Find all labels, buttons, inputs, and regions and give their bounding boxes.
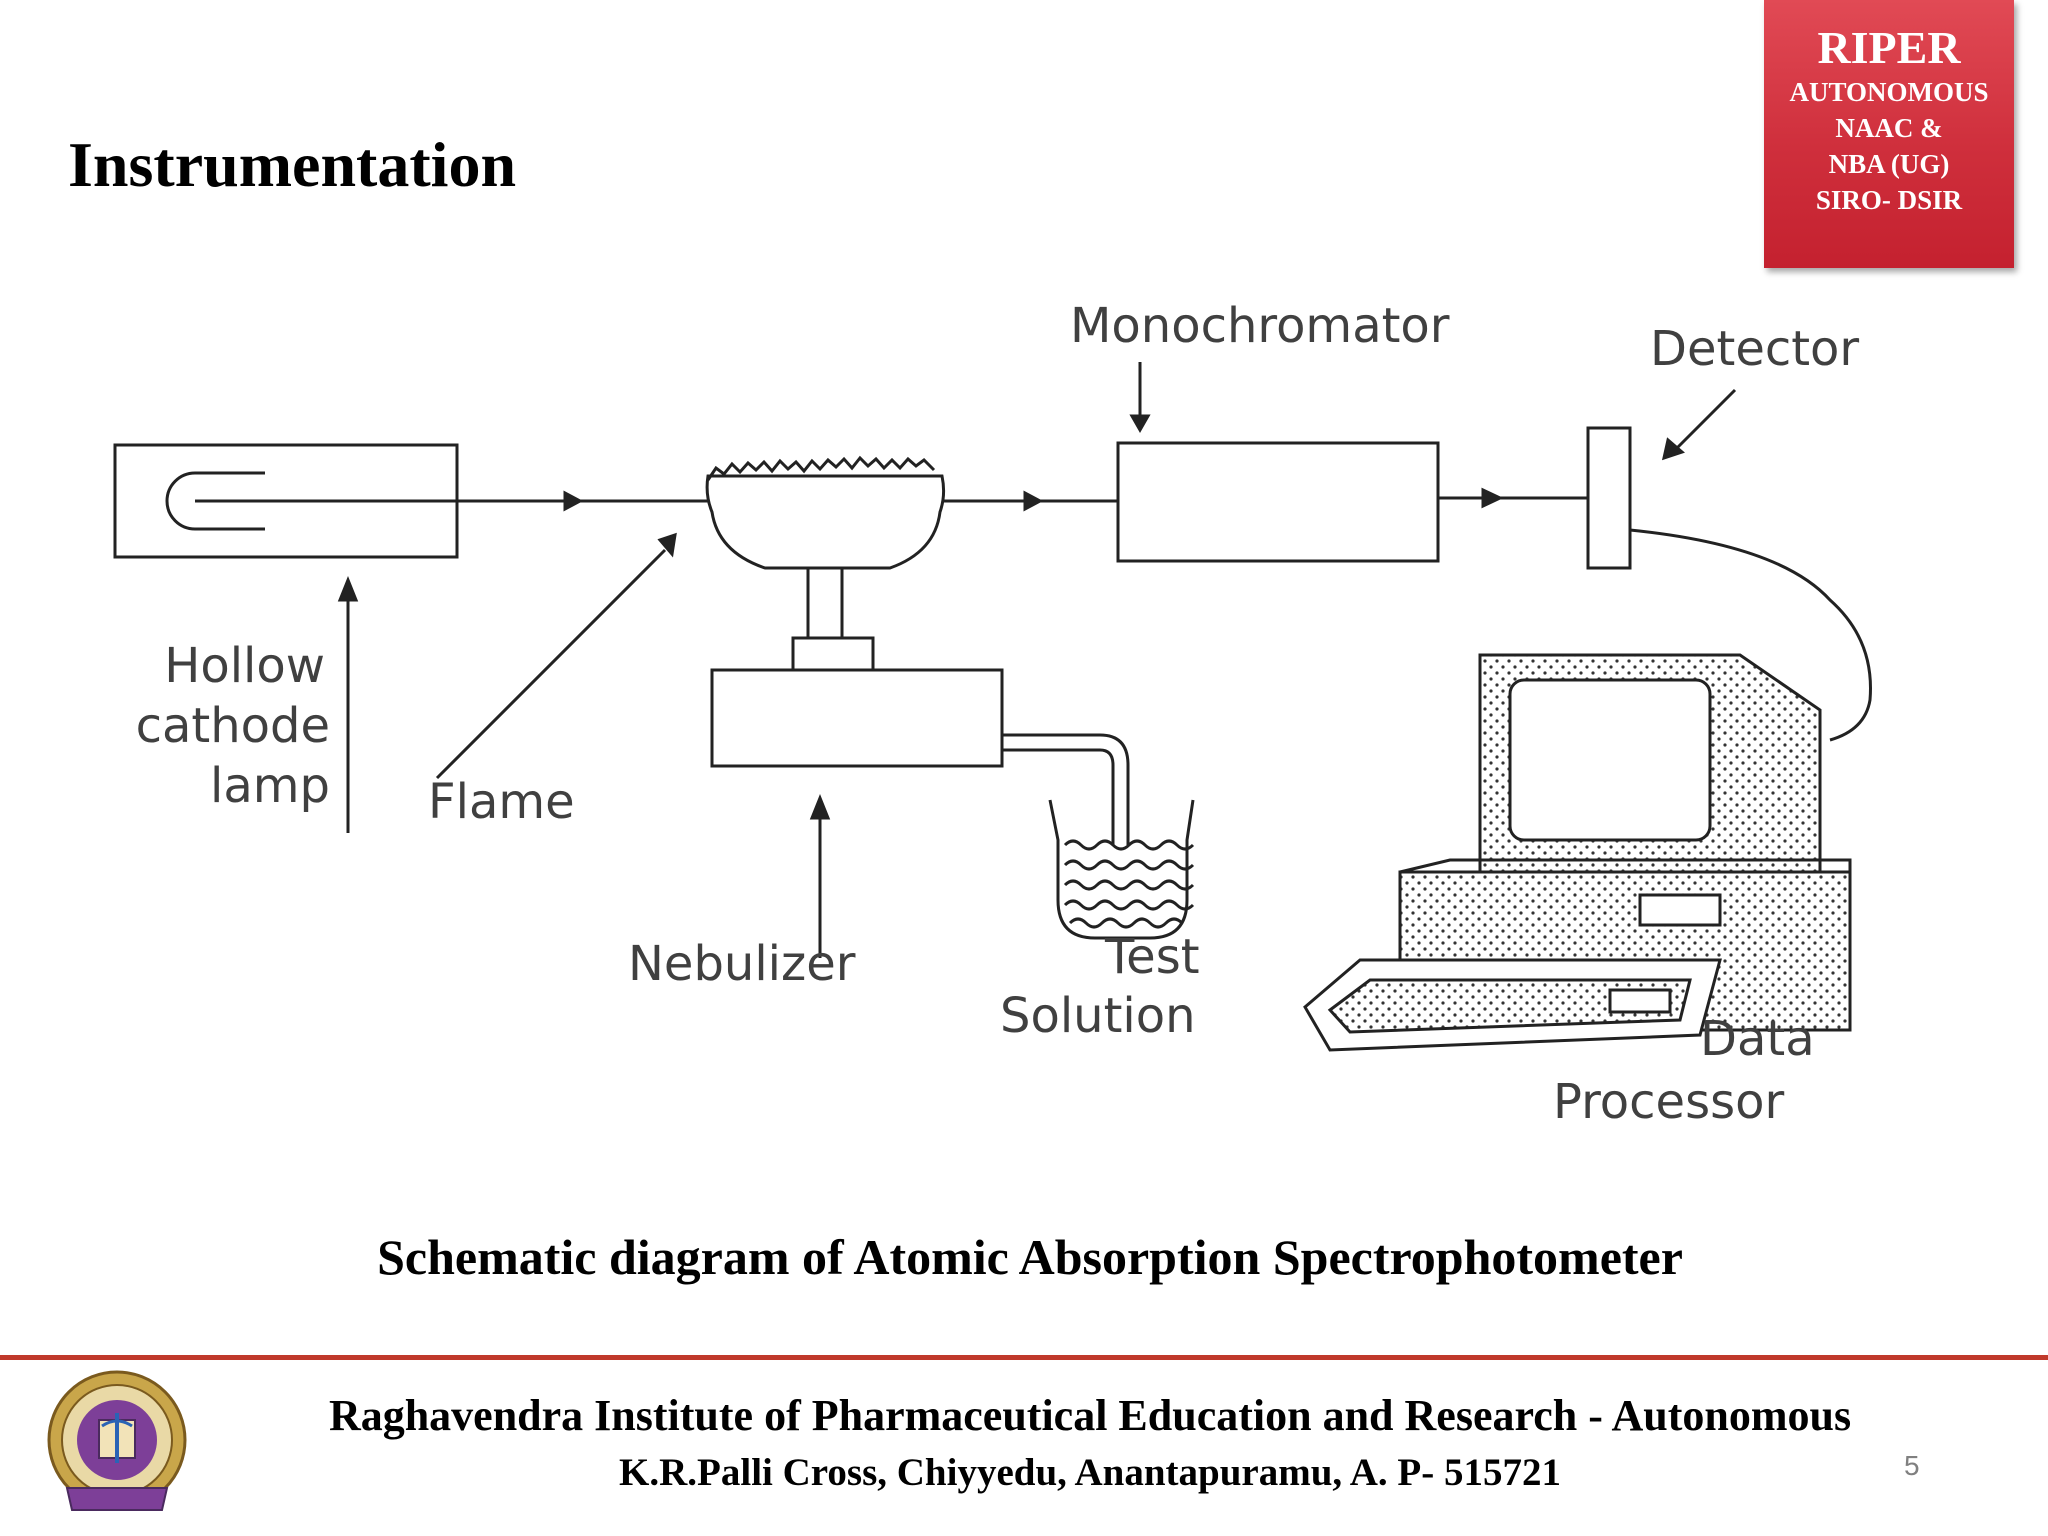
badge-line-naac: NAAC &: [1835, 113, 1943, 143]
label-solution: Solution: [1000, 988, 1196, 1044]
label-flame: Flame: [428, 774, 575, 830]
institute-logo-seal: [47, 1370, 187, 1511]
footer-address: K.R.Palli Cross, Chiyyedu, Anantapuramu,…: [619, 1451, 1561, 1494]
label-nebulizer: Nebulizer: [628, 936, 856, 992]
badge-line-riper: RIPER: [1817, 22, 1961, 73]
slide-title: Instrumentation: [68, 129, 517, 200]
label-cathode: cathode: [136, 698, 330, 754]
nebulizer: [710, 668, 1130, 845]
detector: [1586, 426, 1632, 570]
label-data: Data: [1700, 1011, 1815, 1067]
footer-institute-name: Raghavendra Institute of Pharmaceutical …: [328, 1391, 1852, 1440]
label-monochromator: Monochromator: [1070, 298, 1450, 354]
label-arrows: [337, 362, 1737, 958]
label-lamp: lamp: [210, 758, 330, 814]
label-detector: Detector: [1650, 321, 1859, 377]
beam-to-detector: [1438, 487, 1588, 509]
footer-divider: [0, 1355, 2048, 1360]
badge-line-siro: SIRO- DSIR: [1815, 185, 1963, 215]
riper-badge: RIPER AUTONOMOUS NAAC & NBA (UG) SIRO- D…: [1764, 0, 2014, 268]
badge-line-nba: NBA (UG): [1828, 149, 1950, 179]
light-beam: [195, 490, 1118, 512]
label-processor: Processor: [1553, 1074, 1784, 1130]
detector-cable: [1629, 528, 1872, 742]
badge-line-autonomous: AUTONOMOUS: [1789, 77, 1989, 107]
page-number: 5: [1904, 1450, 1920, 1481]
monochromator-box: [1116, 441, 1440, 563]
label-test: Test: [1104, 929, 1200, 985]
data-processor-computer: [1303, 653, 1852, 1052]
diagram-caption: Schematic diagram of Atomic Absorption S…: [377, 1229, 1683, 1285]
label-hollow: Hollow: [164, 638, 325, 694]
aas-schematic-diagram: Monochromator Detector Hollow cathode la…: [113, 298, 1872, 1130]
flame-burner: [705, 455, 946, 672]
test-solution-beaker: [1048, 799, 1195, 940]
